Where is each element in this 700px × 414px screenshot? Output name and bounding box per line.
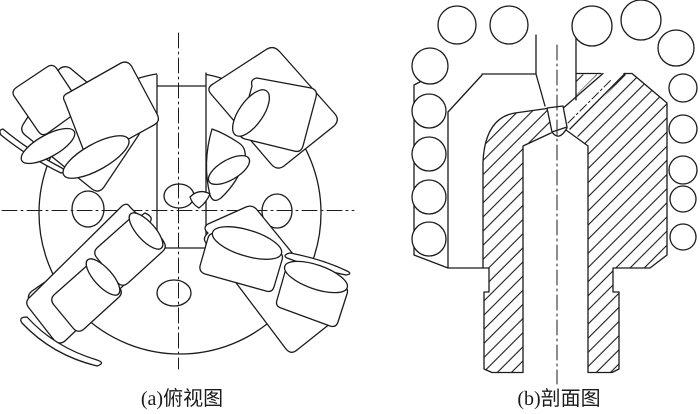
gauge-cutter-circle <box>669 223 697 251</box>
gauge-cutter-circle <box>669 185 697 213</box>
blade-edge-sliver <box>284 252 351 276</box>
blade-bottom-left <box>20 203 166 367</box>
gauge-cutter-circle <box>411 221 447 257</box>
gauge-cutter-circle <box>411 47 449 85</box>
figure-b-section-view <box>411 0 698 385</box>
gauge-cutter-circle <box>668 73 698 103</box>
cutter-face <box>211 226 283 260</box>
nozzle-hole-left <box>71 190 105 228</box>
gauge-cutter-circle <box>668 114 698 144</box>
cutter-face <box>207 154 251 186</box>
nozzle-insert <box>546 105 568 133</box>
center-slot-clearing <box>157 64 206 248</box>
nozzle-bore-clearing <box>558 72 626 133</box>
gauge-cutter-circle <box>657 29 695 67</box>
cutter-face <box>283 260 349 294</box>
gauge-cutter-circle <box>489 5 529 45</box>
cutter-face <box>85 258 121 296</box>
cutter-face <box>128 212 164 250</box>
cutter-face <box>20 127 76 165</box>
caption-figure-a: (a)俯视图 <box>141 387 223 410</box>
hatch-right-region <box>563 74 667 372</box>
cutter-face <box>232 89 270 137</box>
gauge-cutter-circle <box>411 93 447 129</box>
gauge-cutter-circle <box>437 5 477 45</box>
figure-a-top-view <box>0 32 355 370</box>
blade-bottom-right <box>199 205 351 353</box>
caption-figure-b: (b)剖面图 <box>517 387 600 410</box>
nozzle-bore-walls <box>560 72 626 130</box>
gauge-cutter-circle <box>411 136 447 172</box>
hatch-left-region <box>483 108 552 372</box>
gauge-cutter-circle <box>411 179 447 215</box>
gauge-cutter-circle <box>620 0 662 41</box>
nozzle-hole-bottom <box>156 279 192 307</box>
nozzle-axis-centerline <box>567 79 612 124</box>
gauge-cutter-circles <box>411 0 698 257</box>
captions: (a)俯视图 (b)剖面图 <box>141 387 601 410</box>
blade-top-left <box>0 61 160 192</box>
blade-edge-sliver <box>20 316 103 367</box>
cutter-face <box>62 135 130 179</box>
nozzle-hole-right <box>261 193 293 229</box>
blade-tip <box>189 190 211 209</box>
blade-top-right <box>189 46 338 209</box>
gauge-cutter-circle <box>571 5 613 47</box>
gauge-cutter-circle <box>668 155 698 185</box>
